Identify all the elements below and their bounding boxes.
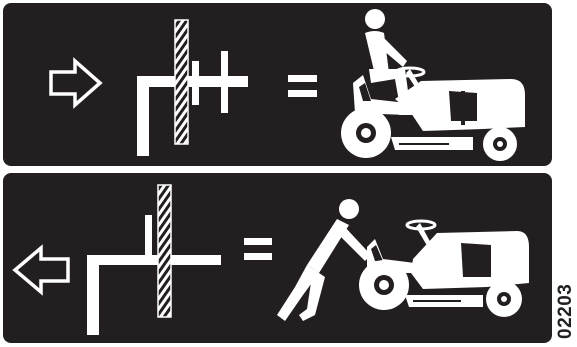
panel-engaged-art: [3, 3, 552, 166]
panel-freewheel: [3, 173, 552, 343]
arrow-right-icon: [51, 61, 100, 105]
operator-seated-on-mower-icon: [341, 9, 525, 161]
release-lever-icon: [137, 20, 248, 156]
equals-sign: [288, 75, 317, 97]
panel-engaged: [3, 3, 552, 166]
equals-sign: [244, 238, 272, 260]
operator-pushing-mower-icon: [277, 199, 529, 321]
release-lever-icon: [87, 185, 221, 335]
panel-freewheel-art: [3, 173, 552, 343]
part-number-label: 02203: [556, 284, 575, 339]
arrow-left-icon: [15, 248, 68, 292]
